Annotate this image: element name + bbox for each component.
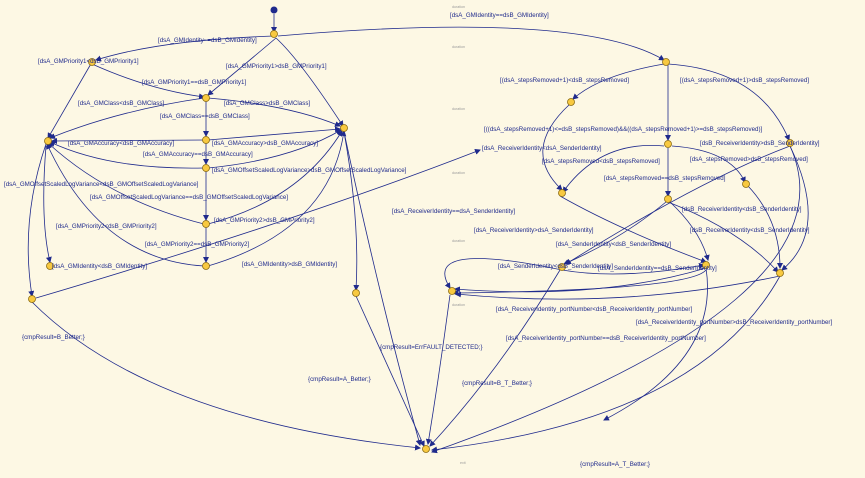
junction-steps[interactable] — [662, 58, 670, 66]
transitions-right — [425, 63, 809, 454]
junction-gmid-left[interactable] — [46, 262, 54, 270]
junction-a-better[interactable] — [352, 289, 360, 297]
label-class-gt[interactable]: [dsA_GMClass>dsB_GMClass] — [224, 100, 310, 107]
label-gmidentity-eq[interactable]: [dsA_GMIdentity==dsB_GMIdentity] — [450, 12, 549, 19]
label-prio1-gt[interactable]: [dsA_GMPriority1>dsB_GMPriority1] — [226, 63, 327, 70]
junction-oslv[interactable] — [202, 220, 210, 228]
label-steps-lt[interactable]: [(dsA_stepsRemoved+1)<dsB_stepsRemoved] — [500, 77, 629, 84]
junction-recv-b[interactable] — [742, 180, 750, 188]
duration-mark-6: duration — [452, 303, 465, 307]
label-steps-a-gt[interactable]: [dsA_stepsRemoved>dsB_stepsRemoved] — [690, 156, 808, 163]
duration-mark-5: duration — [452, 239, 465, 243]
junction-steps-gt[interactable] — [786, 139, 794, 147]
label-recv-eq-sender[interactable]: [dsA_ReceiverIdentity==dsA_SenderIdentit… — [392, 208, 515, 215]
small-marks: duration duration duration duration dura… — [452, 5, 466, 465]
junction-prio1-left[interactable] — [88, 58, 96, 66]
action-labels: {cmpResult=B_Better;} {cmpResult=ErrFAUL… — [22, 334, 650, 468]
junction-steps-lt[interactable] — [567, 98, 575, 106]
label-recv-lt-sender[interactable]: [dsA_ReceiverIdentity<dsA_SenderIdentity… — [482, 145, 602, 152]
label-prio2-eq[interactable]: [dsA_GMPriority2==dsB_GMPriority2] — [145, 241, 249, 248]
junction-class[interactable] — [202, 136, 210, 144]
transitions-left — [27, 14, 665, 451]
label-recv-lt-sender-b2[interactable]: [dsB_ReceiverIdentity<dsB_SenderIdentity… — [690, 227, 810, 234]
action-b-t-better[interactable]: {cmpResult=B_T_Better;} — [462, 380, 532, 387]
label-sender-eq[interactable]: [dsA_SenderIdentity==dsB_SenderIdentity] — [598, 265, 717, 272]
junction-port[interactable] — [448, 287, 456, 295]
label-gmid-lt[interactable]: [dsA_GMIdentity<dsB_GMIdentity] — [52, 263, 147, 270]
exit-mark: exit — [460, 461, 466, 465]
action-a-better[interactable]: {cmpResult=A_Better;} — [308, 376, 371, 383]
label-prio1-eq[interactable]: [dsA_GMPriority1==dsB_GMPriority1] — [142, 79, 246, 86]
label-sender-gt[interactable]: [dsA_SenderIdentity<dsB_SenderIdentity] — [498, 263, 613, 270]
junction-a-left[interactable] — [44, 137, 52, 145]
junction-sender-eq[interactable] — [702, 261, 710, 269]
label-port-lt[interactable]: [dsA_ReceiverIdentity_portNumber<dsB_Rec… — [496, 306, 692, 313]
label-port-eq[interactable]: [dsA_ReceiverIdentity_portNumber==dsB_Re… — [506, 335, 706, 342]
junction-b-right[interactable] — [340, 124, 348, 132]
junction-gmidentity[interactable] — [270, 30, 278, 38]
junction-steps-a[interactable] — [664, 195, 672, 203]
junction-prio1[interactable] — [202, 94, 210, 102]
label-acc-eq[interactable]: [dsA_GMAccuracy==dsB_GMAccuracy] — [143, 151, 253, 158]
label-oslv-eq[interactable]: [dsA_GMOffsetScaledLogVariance==dsB_GMOf… — [90, 194, 288, 201]
label-recv-gt-sender-a[interactable]: [dsA_ReceiverIdentity>dsA_SenderIdentity… — [474, 227, 594, 234]
label-acc-gt[interactable]: [dsA_GMAccuracy>dsB_GMAccuracy] — [212, 140, 318, 147]
junction-recv-a[interactable] — [558, 189, 566, 197]
action-b-better[interactable]: {cmpResult=B_Better;} — [22, 334, 85, 341]
junction-b-better[interactable] — [28, 295, 36, 303]
junction-sender-gt[interactable] — [776, 269, 784, 277]
duration-mark-2: duration — [452, 45, 465, 49]
action-fault[interactable]: {cmpResult=ErrFAULT_DETECTED;} — [380, 344, 483, 351]
label-oslv-gt[interactable]: [dsA_GMOffsetScaledLogVariance>dsB_GMOff… — [212, 167, 407, 174]
start-dot[interactable] — [270, 6, 278, 14]
duration-mark-1: duration — [452, 5, 465, 9]
label-acc-lt[interactable]: [dsA_GMAccuracy<dsB_GMAccuracy] — [68, 140, 174, 147]
label-steps-a-lt[interactable]: [dsA_stepsRemoved<dsB_stepsRemoved] — [542, 158, 660, 165]
label-prio2-lt[interactable]: [dsA_GMPriority2<dsB_GMPriority2] — [56, 223, 157, 230]
duration-mark-4: duration — [452, 171, 465, 175]
label-steps-gt[interactable]: [(dsA_stepsRemoved+1)>dsB_stepsRemoved] — [680, 77, 809, 84]
label-recv-gt-sender[interactable]: [dsB_ReceiverIdentity>dsB_SenderIdentity… — [700, 140, 820, 147]
nodes — [28, 6, 794, 453]
label-prio1-lt[interactable]: [dsA_GMPriority1<dsB_GMPriority1] — [38, 58, 139, 65]
label-steps-range[interactable]: [((dsA_stepsRemoved+1)<=dsB_stepsRemoved… — [484, 126, 763, 133]
action-a-t-better[interactable]: {cmpResult=A_T_Better;} — [580, 461, 650, 468]
label-sender-lt[interactable]: [dsA_SenderIdentity<dsB_SenderIdentity] — [556, 241, 671, 248]
label-prio2-gt[interactable]: [dsA_GMPriority2>dsB_GMPriority2] — [214, 217, 315, 224]
duration-mark-3: duration — [452, 107, 465, 111]
junction-sender-lt[interactable] — [558, 263, 566, 271]
guard-labels: [dsA_GMIdentity==dsB_GMIdentity] [dsA_GM… — [4, 12, 832, 342]
junction-prio2[interactable] — [202, 262, 210, 270]
label-recv-lt-sender-b[interactable]: [dsB_ReceiverIdentity<dsB_SenderIdentity… — [682, 206, 802, 213]
label-class-eq[interactable]: [dsA_GMClass==dsB_GMClass] — [160, 113, 250, 120]
label-gmid-gt[interactable]: [dsA_GMIdentity>dsB_GMIdentity] — [242, 261, 337, 268]
label-oslv-lt[interactable]: [dsA_GMOffsetScaledLogVariance<dsB_GMOff… — [4, 181, 199, 188]
label-gmidentity-ne[interactable]: [dsA_GMIdentity~=dsB_GMIdentity] — [158, 37, 257, 44]
label-port-gt[interactable]: [dsA_ReceiverIdentity_portNumber>dsB_Rec… — [636, 319, 832, 326]
junction-steps-range[interactable] — [664, 140, 672, 148]
junction-final[interactable] — [422, 445, 430, 453]
label-class-lt[interactable]: [dsA_GMClass<dsB_GMClass] — [78, 100, 164, 107]
junction-accuracy[interactable] — [202, 164, 210, 172]
label-steps-a-eq[interactable]: [dsA_stepsRemoved==dsB_stepsRemoved] — [604, 175, 726, 182]
